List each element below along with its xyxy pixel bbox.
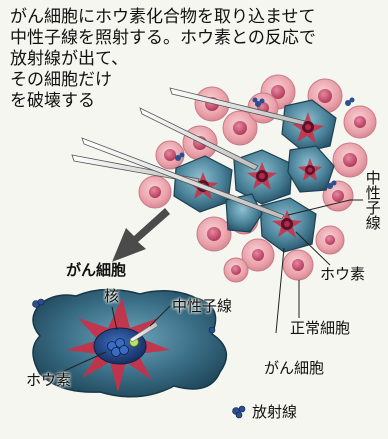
label-cancer-cell-zoom: がん細胞: [66, 261, 127, 279]
zoomed-boron: [107, 338, 129, 357]
label-boron-zoom: ホウ素: [26, 371, 72, 389]
normal-cell: [241, 238, 275, 272]
normal-cell: [282, 249, 314, 281]
caption-line-2: 中性子線を照射する。ホウ素との反応で: [10, 28, 316, 48]
normal-cell: [343, 105, 377, 139]
label-cancer-cell: がん細胞: [264, 359, 325, 377]
caption-line-1: がん細胞にホウ素化合物を取り込ませて: [10, 7, 316, 27]
normal-cell: [138, 175, 172, 209]
label-normal-cell: 正常細胞: [290, 319, 351, 337]
normal-cell: [155, 140, 185, 170]
label-nucleus: 核: [104, 287, 120, 305]
normal-cell: [315, 225, 345, 255]
caption-line-5: を破壊する: [10, 91, 95, 111]
label-leaders: [275, 199, 363, 334]
escaping-radiation: [32, 298, 246, 419]
caption-line-3: 放射線が出て、: [10, 49, 129, 69]
normal-cell: [307, 78, 343, 114]
zoom-leaders: [43, 305, 171, 381]
neutron-beams: [71, 87, 306, 220]
label-radiation: 放射線: [252, 403, 298, 421]
normal-cell: [222, 110, 258, 146]
normal-cell: [196, 216, 232, 252]
label-neutron-beam-zoom: 中性子線: [172, 297, 233, 315]
label-boron: ホウ素: [320, 265, 366, 283]
normal-cell: [332, 142, 368, 178]
label-neutron-beam-vertical: 中性子線: [363, 170, 382, 230]
zoomed-neutron-beam: [129, 321, 159, 343]
caption-line-4: その細胞だけ: [10, 70, 112, 90]
boron-dots: [175, 97, 355, 189]
zoom-arrow: [112, 208, 170, 262]
normal-cell: [223, 257, 249, 283]
